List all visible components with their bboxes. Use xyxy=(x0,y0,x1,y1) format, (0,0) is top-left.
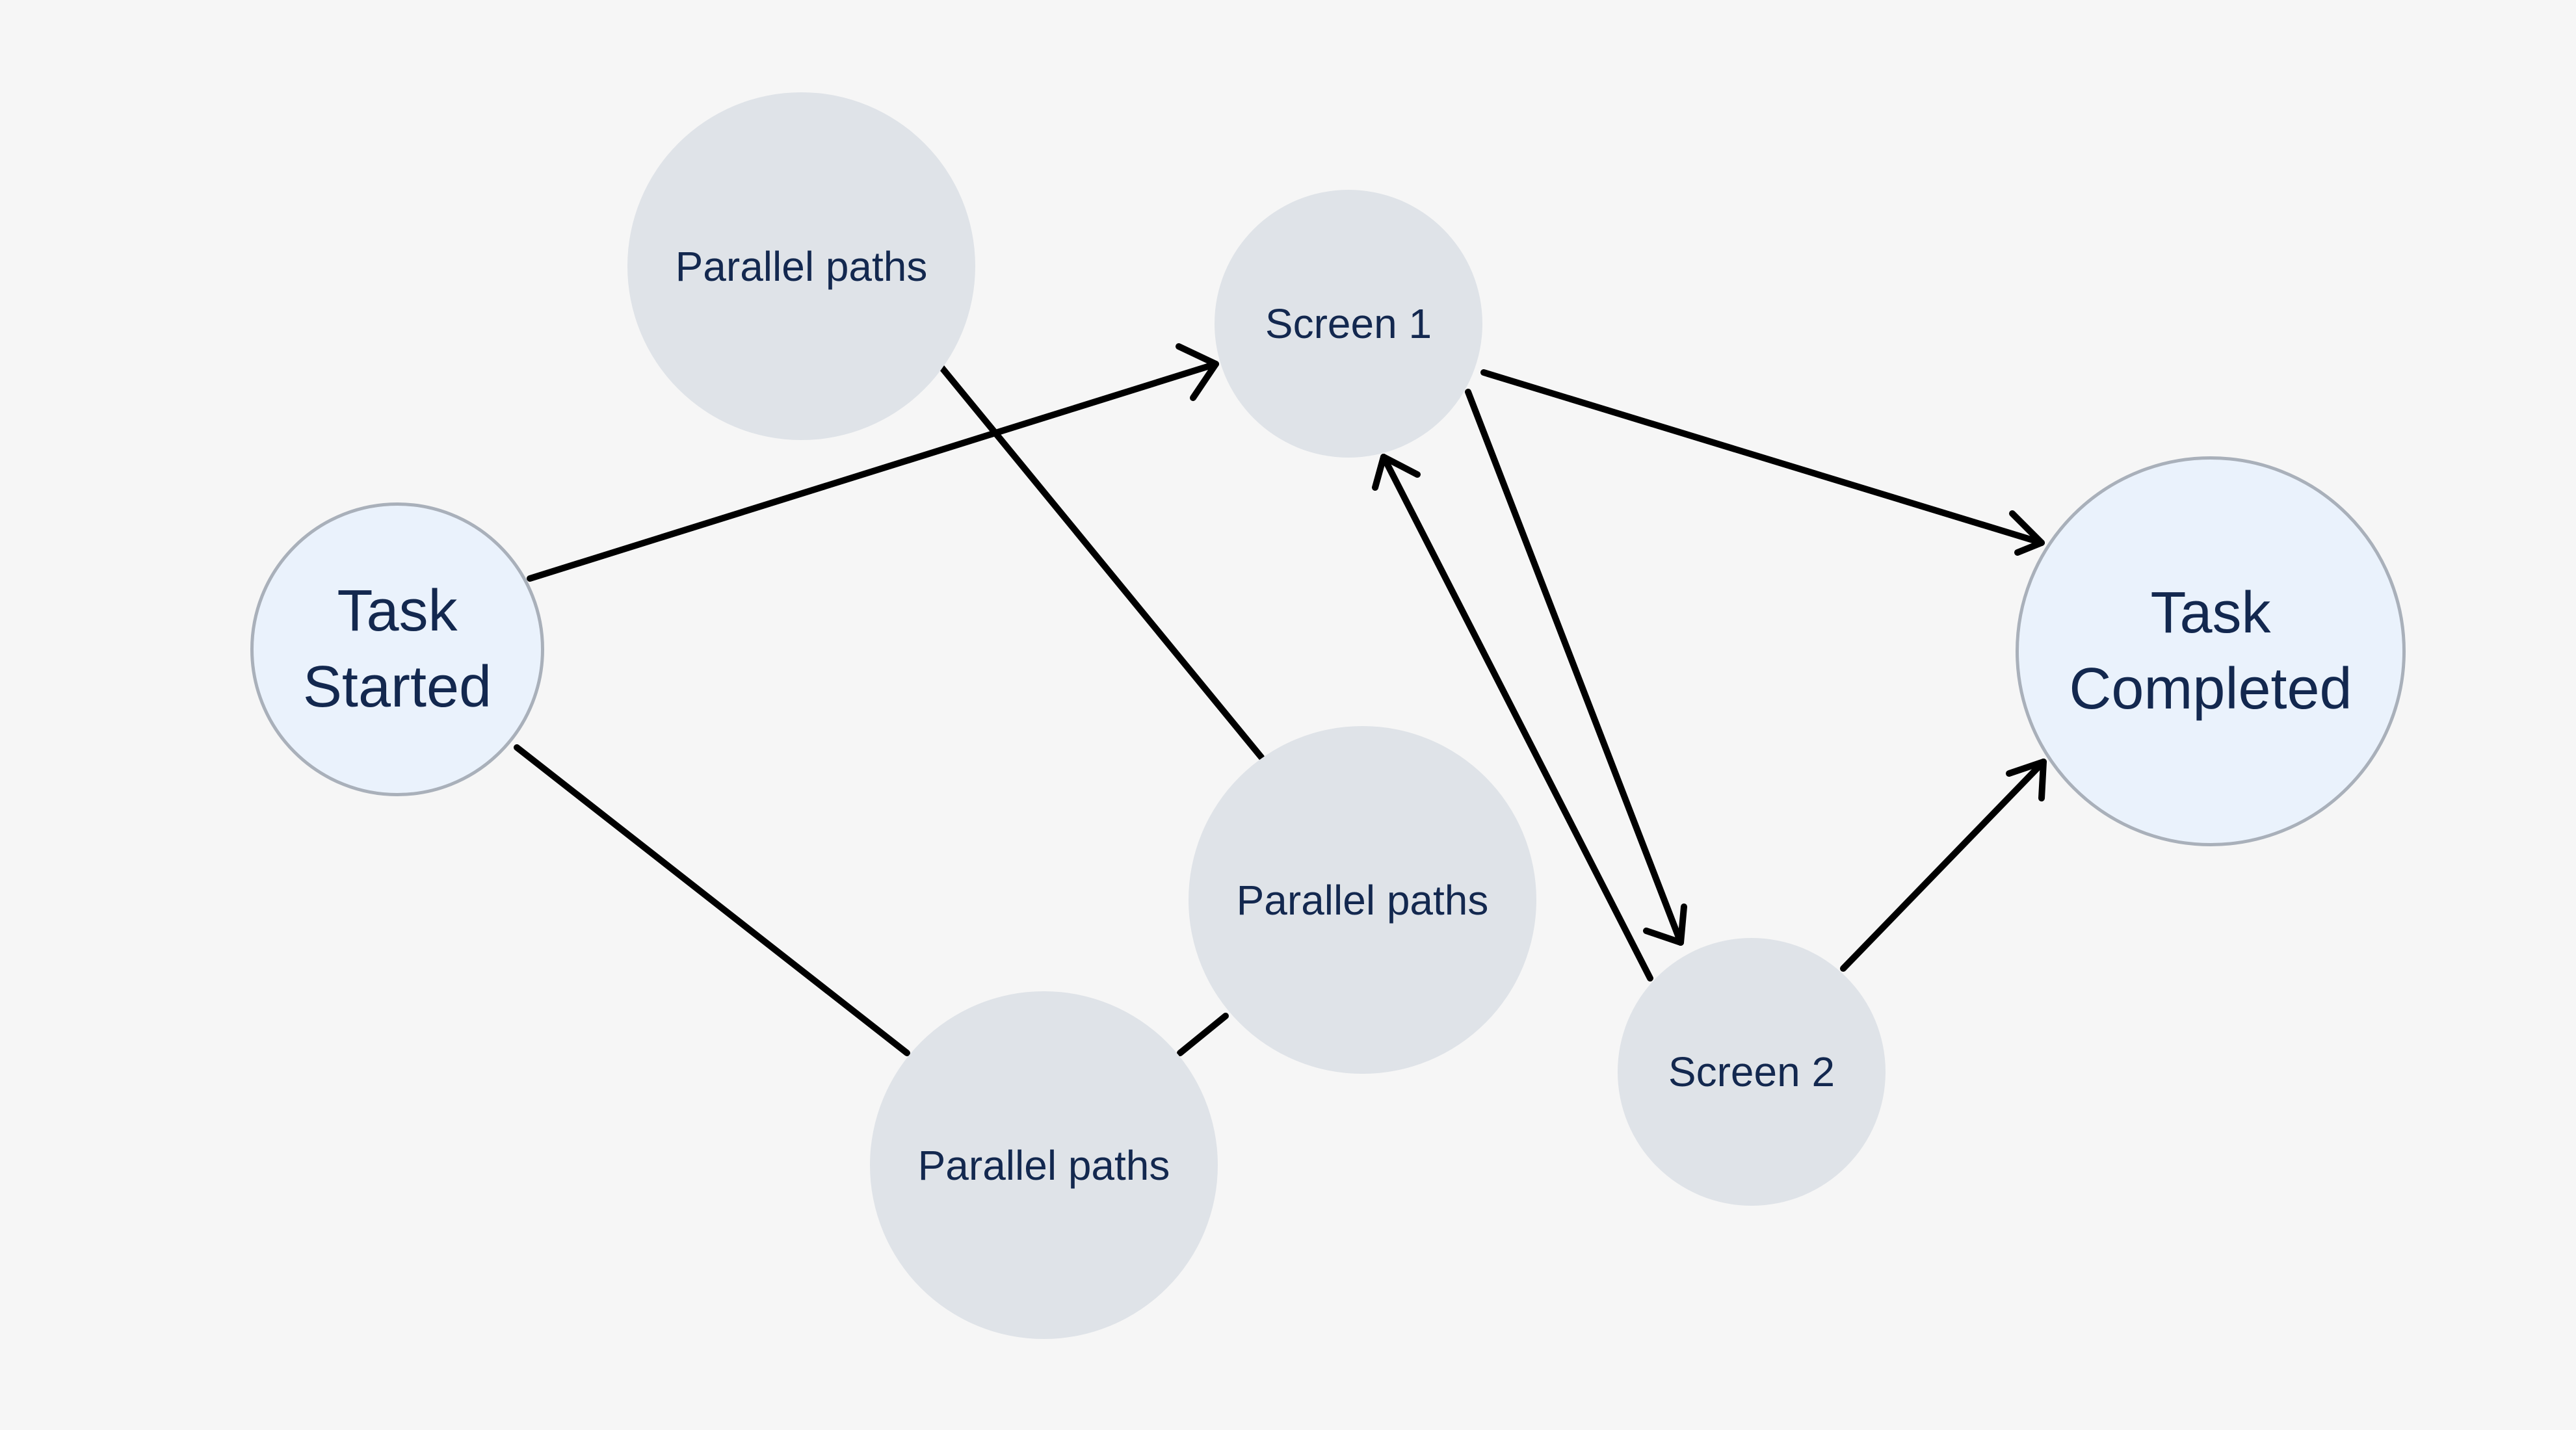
edge-screen-1-to-screen-2-arrowhead xyxy=(1643,904,1687,946)
node-parallel-paths-top: Parallel paths xyxy=(627,92,975,440)
edge-parallel-middle-to-parallel-top xyxy=(938,364,1265,760)
node-task-completed-label: Task Completed xyxy=(2069,580,2352,722)
node-task-completed: Task Completed xyxy=(2016,456,2406,846)
edge-screen-2-to-screen-1-arrowhead xyxy=(1372,454,1421,491)
node-task-started-label: Task Started xyxy=(302,578,492,720)
edge-screen-1-to-task-completed-arrowhead xyxy=(2009,510,2045,556)
node-screen-2: Screen 2 xyxy=(1618,938,1886,1206)
node-screen-1-label: Screen 1 xyxy=(1265,300,1432,347)
edge-task-started-to-screen-1-arrowhead xyxy=(1176,343,1219,401)
node-parallel-paths-middle-label: Parallel paths xyxy=(1236,876,1489,924)
edge-parallel-bottom-to-parallel-middle xyxy=(1177,1013,1229,1056)
edge-screen-1-to-screen-2 xyxy=(1465,389,1684,946)
node-parallel-paths-middle: Parallel paths xyxy=(1189,726,1536,1074)
edge-task-started-to-parallel-bottom xyxy=(514,744,910,1056)
node-screen-1: Screen 1 xyxy=(1215,190,1482,458)
edge-screen-2-to-screen-1 xyxy=(1380,454,1653,982)
node-parallel-paths-top-label: Parallel paths xyxy=(675,242,928,290)
node-parallel-paths-bottom-label: Parallel paths xyxy=(917,1141,1170,1189)
edge-screen-1-to-task-completed xyxy=(1480,369,2045,546)
node-screen-2-label: Screen 2 xyxy=(1668,1048,1835,1095)
node-task-started: Task Started xyxy=(250,502,544,796)
edge-screen-2-to-task-completed xyxy=(1840,759,2047,972)
edge-task-started-to-screen-1 xyxy=(527,361,1219,582)
node-parallel-paths-bottom: Parallel paths xyxy=(870,991,1218,1339)
edge-screen-2-to-task-completed-arrowhead xyxy=(2006,759,2047,801)
